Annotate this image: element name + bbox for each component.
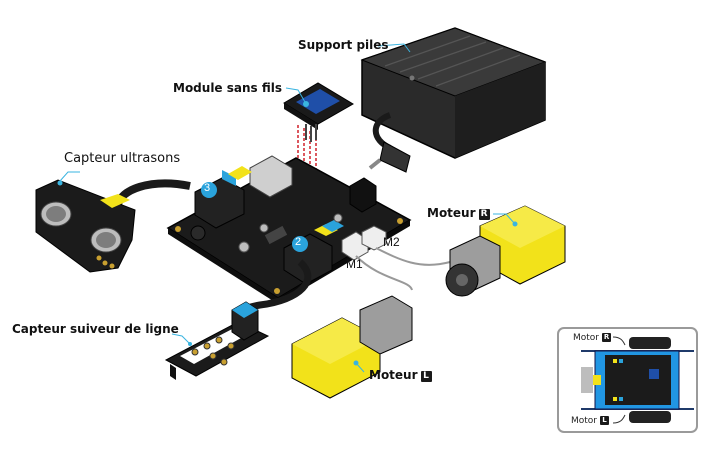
label-line-follower: Capteur suiveur de ligne — [12, 322, 179, 336]
label-ultrasonic-sensor: Capteur ultrasons — [64, 151, 181, 166]
line-follower-sensor — [164, 259, 312, 380]
inset-motor-left-badge: L — [600, 416, 610, 425]
port-3-badge — [201, 182, 217, 198]
motor-right-badge: R — [478, 209, 490, 220]
inset-motor-right-badge: R — [602, 333, 612, 342]
motor-left-badge: L — [420, 371, 432, 382]
robot-topview-illustration — [581, 336, 694, 424]
port-number-3: 3 — [204, 182, 211, 194]
port-label-m2: M2 — [383, 235, 400, 249]
port-label-m1: M1 — [346, 257, 363, 271]
label-wireless-module: Module sans fils — [173, 81, 283, 95]
battery-holder — [360, 27, 547, 173]
inset-motor-left-text: Motor — [571, 416, 598, 426]
motor-right — [445, 205, 566, 297]
port-number-2: 2 — [295, 236, 302, 248]
label-battery-holder: Support piles — [298, 38, 389, 52]
leader-lines — [59, 43, 516, 373]
ultrasonic-sensor — [35, 179, 191, 273]
motor-right-text: Moteur — [427, 206, 476, 220]
inset-motor-right-text: Motor — [573, 333, 600, 343]
motor-left — [291, 295, 413, 399]
motor-left-text: Moteur — [369, 368, 418, 382]
main-board — [166, 155, 412, 304]
port-2-badge — [292, 236, 308, 252]
